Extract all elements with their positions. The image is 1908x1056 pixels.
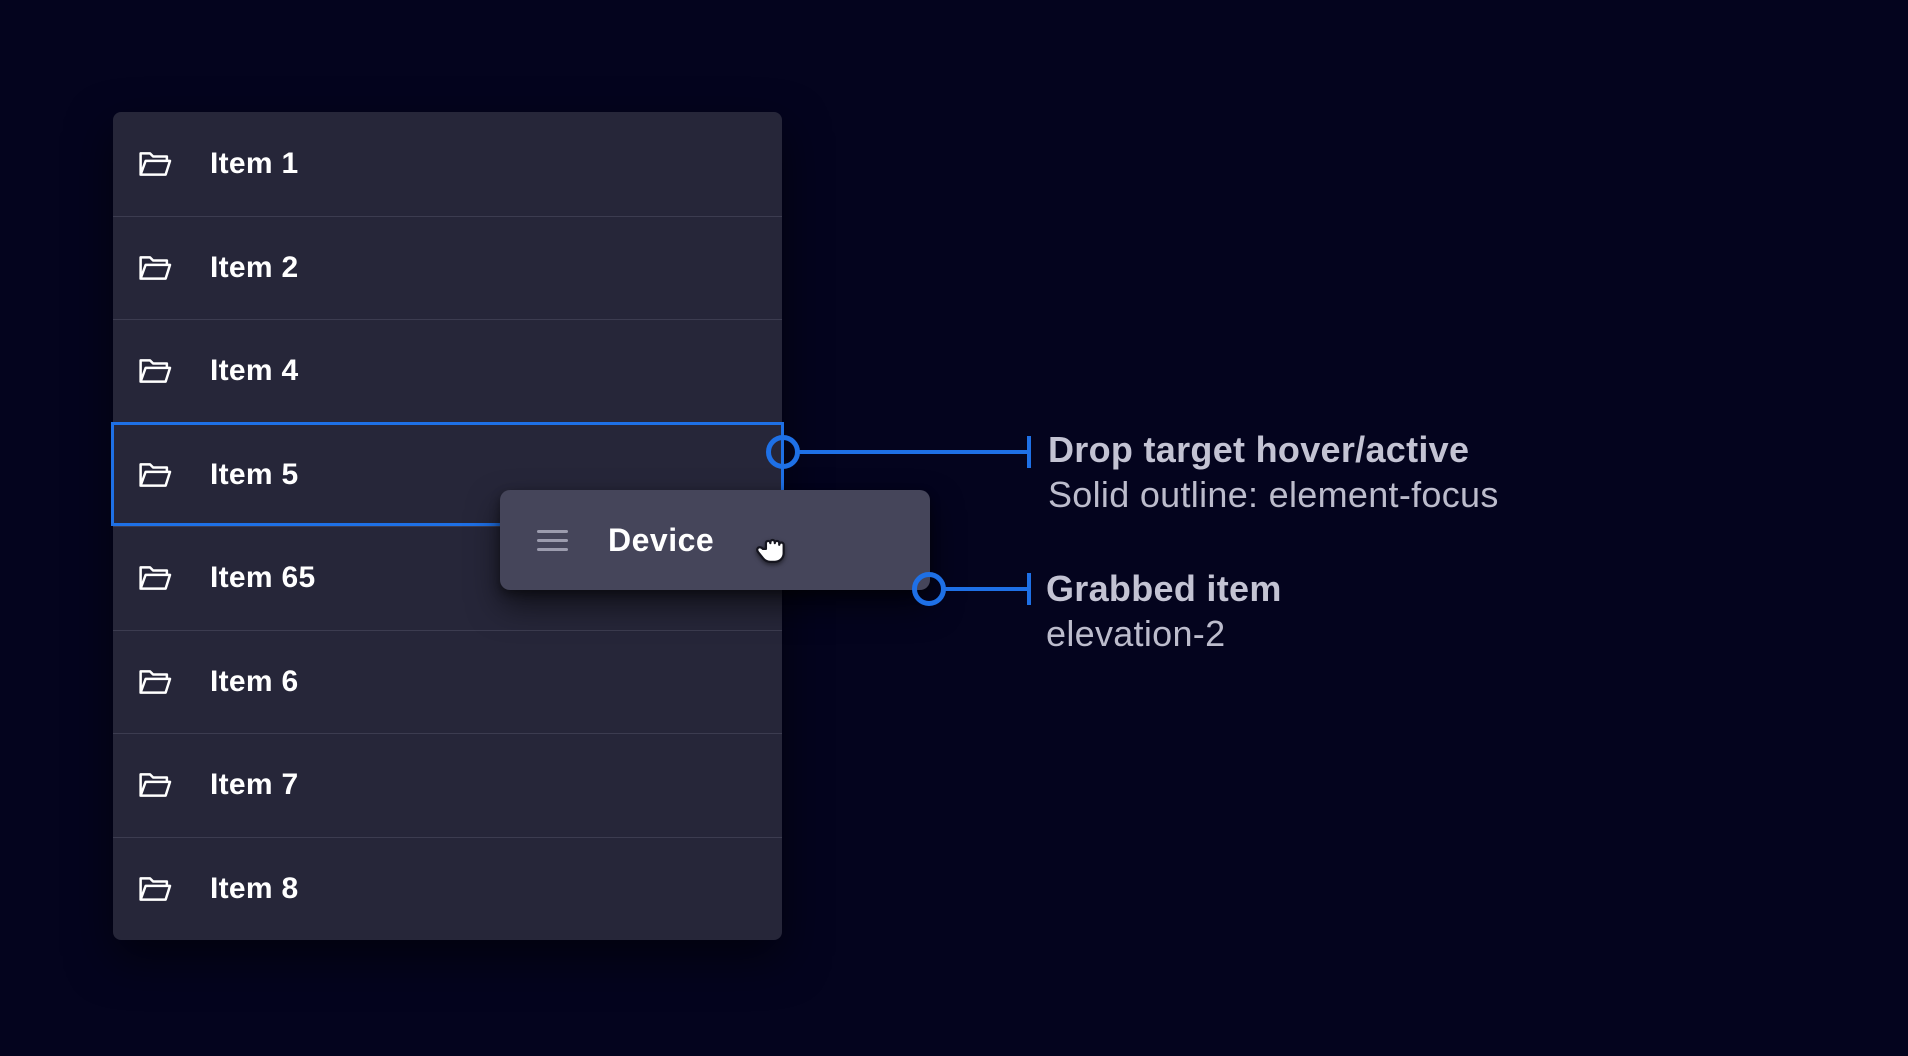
list-item-label: Item 4 xyxy=(210,354,299,388)
list-item-label: Item 7 xyxy=(210,768,299,802)
folder-open-icon xyxy=(139,773,172,798)
folder-open-icon xyxy=(139,876,172,901)
list-item[interactable]: Item 6 xyxy=(113,629,782,734)
callout-marker-circle xyxy=(912,572,946,606)
list-item-label: Item 8 xyxy=(210,871,299,905)
annotation-title: Drop target hover/active xyxy=(1048,429,1470,470)
callout-connector-line xyxy=(799,450,1028,454)
list-item[interactable]: Item 4 xyxy=(113,319,782,423)
annotation-title: Grabbed item xyxy=(1046,568,1282,609)
folder-open-icon xyxy=(139,669,172,694)
callout-connector-line xyxy=(945,587,1028,591)
folder-open-icon xyxy=(139,566,172,591)
drop-target-focus-outline xyxy=(111,422,784,526)
list-item[interactable]: Item 7 xyxy=(113,733,782,837)
folder-open-icon xyxy=(139,462,172,487)
annotation-grabbed-item: Grabbed item elevation-2 xyxy=(1046,567,1282,656)
annotation-drop-target: Drop target hover/active Solid outline: … xyxy=(1048,428,1499,517)
list-item-label: Item 1 xyxy=(210,146,299,180)
list-item-label: Item 65 xyxy=(210,561,316,595)
callout-end-tick xyxy=(1027,436,1031,468)
annotation-subtitle: Solid outline: element-focus xyxy=(1048,474,1499,515)
folder-open-icon xyxy=(139,255,172,280)
grabbed-item-label: Device xyxy=(608,521,715,558)
list-item-label: Item 2 xyxy=(210,250,299,284)
grabbed-item-card[interactable]: Device xyxy=(500,490,930,590)
list-item[interactable]: Item 65 xyxy=(113,526,782,630)
callout-marker-circle xyxy=(766,435,800,469)
grabbing-hand-cursor xyxy=(756,538,785,563)
folder-open-icon xyxy=(139,359,172,384)
folder-open-icon xyxy=(139,151,172,176)
callout-end-tick xyxy=(1027,573,1031,605)
list-item-label: Item 6 xyxy=(210,664,299,698)
drag-handle-icon[interactable] xyxy=(537,529,568,551)
list-item[interactable]: Item 8 xyxy=(113,836,782,941)
list-item-label: Item 5 xyxy=(210,457,299,491)
list-item[interactable]: Item 2 xyxy=(113,215,782,320)
list-item[interactable]: Item 1 xyxy=(113,112,782,216)
annotation-subtitle: elevation-2 xyxy=(1046,613,1226,654)
